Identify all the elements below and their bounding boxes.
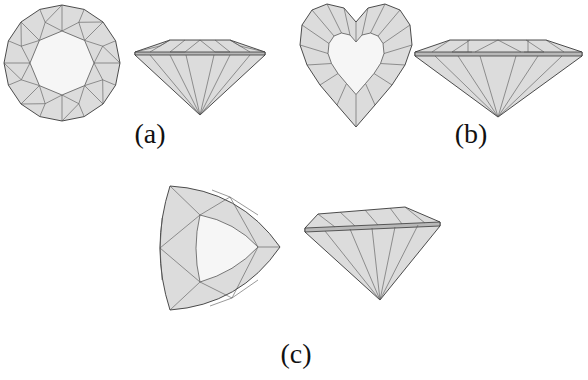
heart-top-view	[300, 4, 412, 127]
trillion-top-view	[160, 186, 280, 310]
subfigure-label: (b)	[455, 120, 488, 148]
subfigure-label: (c)	[280, 340, 311, 368]
subfigure-label: (a)	[134, 120, 165, 148]
round-top-view	[4, 5, 120, 121]
heart-side-view	[415, 40, 582, 117]
round-side-view	[135, 40, 265, 115]
trillion-side-view	[305, 207, 440, 300]
